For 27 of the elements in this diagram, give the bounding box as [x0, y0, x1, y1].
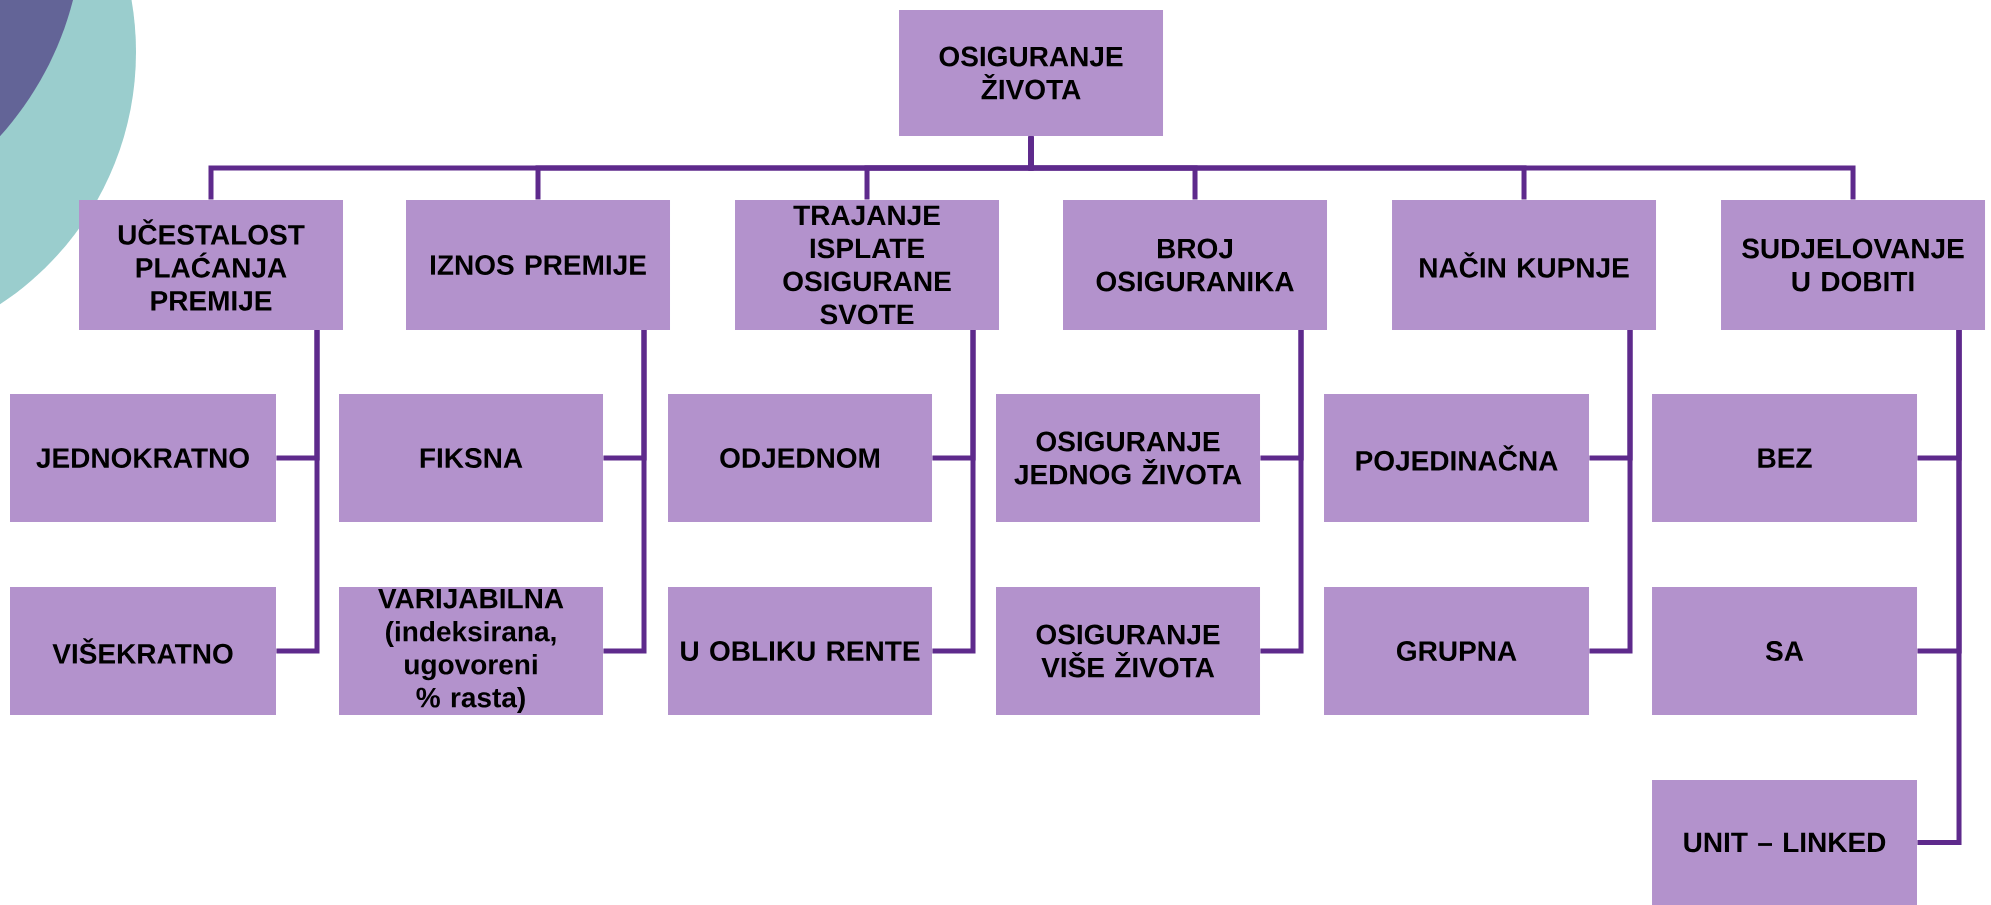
- category-box: BEZ: [1652, 394, 1917, 522]
- category-box: TRAJANJE ISPLATE OSIGURANE SVOTE: [735, 200, 999, 330]
- category-box: FIKSNA: [339, 394, 603, 522]
- category-box: UNIT – LINKED: [1652, 780, 1917, 905]
- connector-line: [603, 330, 647, 654]
- connector-line: [276, 330, 320, 654]
- category-box: UČESTALOST PLAĆANJA PREMIJE: [79, 200, 343, 330]
- category-box: OSIGURANJE VIŠE ŽIVOTA: [996, 587, 1260, 715]
- category-box: IZNOS PREMIJE: [406, 200, 670, 330]
- connector-line: [1028, 136, 1856, 200]
- category-box: JEDNOKRATNO: [10, 394, 276, 522]
- category-box: SA: [1652, 587, 1917, 715]
- category-box: ODJEDNOM: [668, 394, 932, 522]
- category-box: SUDJELOVANJE U DOBITI: [1721, 200, 1986, 330]
- category-box: OSIGURANJE JEDNOG ŽIVOTA: [996, 394, 1260, 522]
- category-box: GRUPNA: [1324, 587, 1589, 715]
- category-box: OSIGURANJE ŽIVOTA: [899, 10, 1163, 136]
- connector-line: [1260, 330, 1304, 654]
- category-box: POJEDINAČNA: [1324, 394, 1589, 522]
- category-box: U OBLIKU RENTE: [668, 587, 932, 715]
- connector-line: [932, 330, 976, 654]
- connector-line: [1917, 330, 1962, 845]
- category-box: NAČIN KUPNJE: [1392, 200, 1656, 330]
- category-box: VIŠEKRATNO: [10, 587, 276, 715]
- category-box: VARIJABILNA (indeksirana, ugovoreni % rasta): [339, 587, 603, 715]
- connector-line: [1589, 330, 1633, 654]
- category-box: BROJ OSIGURANIKA: [1063, 200, 1327, 330]
